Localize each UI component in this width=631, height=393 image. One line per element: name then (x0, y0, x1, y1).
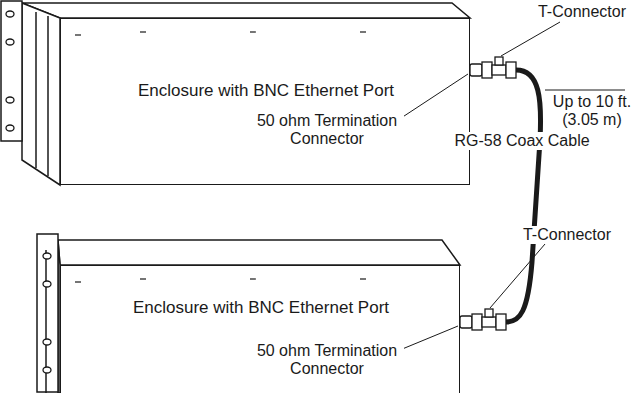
enclosure-front: Enclosure with BNC Ethernet Port (60, 18, 470, 185)
leader-line (501, 22, 560, 56)
t-connector (506, 62, 516, 78)
termination-connector (460, 316, 472, 328)
coax-cable (460, 70, 541, 322)
t-connector (482, 317, 496, 327)
side-face (22, 3, 60, 185)
leader-line (395, 74, 468, 122)
termination-connector (470, 64, 482, 76)
t-connector (496, 314, 506, 330)
top-face (58, 240, 460, 265)
dimension-line (545, 90, 625, 91)
callout-label: 50 ohm Termination Connector (250, 342, 404, 378)
callout-label: Up to 10 ft. (3.05 m) (550, 93, 631, 129)
rack-ear (37, 234, 58, 392)
callout-label: T-Connector (515, 226, 619, 244)
enclosure-label: Enclosure with BNC Ethernet Port (138, 81, 394, 101)
enclosure-label: Enclosure with BNC Ethernet Port (133, 298, 389, 318)
callout-label: 50 ohm Termination Connector (250, 112, 404, 148)
termination-connector (472, 314, 482, 330)
callout-label: T-Connector (530, 3, 631, 21)
top-face (22, 3, 470, 18)
t-connector (492, 65, 506, 75)
termination-connector (482, 62, 492, 78)
t-connector (485, 309, 493, 317)
callout-label: RG-58 Coax Cable (450, 132, 594, 150)
rack-ear (1, 1, 22, 141)
leader-line (395, 326, 458, 352)
t-connector (495, 57, 503, 65)
leader-line (490, 244, 545, 308)
